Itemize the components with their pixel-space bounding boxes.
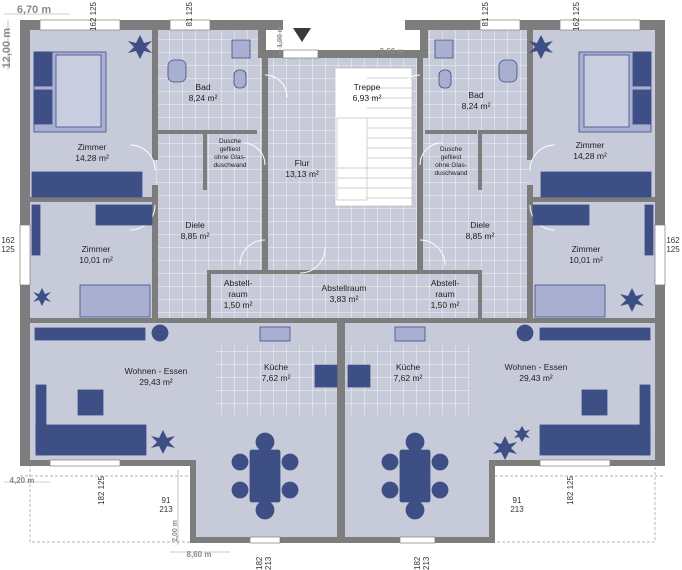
room-area: 7,62 m² xyxy=(261,373,291,383)
entry-arrow-icon xyxy=(293,28,311,42)
window-dim-left: 162 125 xyxy=(1,236,15,254)
room-area: 8,85 m² xyxy=(180,231,210,241)
window-dim-top-2: 81 125 xyxy=(185,2,194,27)
room-area: 1,50 m² xyxy=(430,300,460,310)
stair-width-label: 3,60 m xyxy=(379,47,405,56)
window-dim-top-1: 162 125 xyxy=(89,2,98,31)
window-dim-top-3: 162 125 xyxy=(572,2,581,31)
window-dim-top-4: 81 125 xyxy=(481,2,490,27)
terrace-width-label: 8,60 m xyxy=(186,550,212,559)
plants xyxy=(33,35,644,460)
room-name: Abstellraum xyxy=(321,283,367,293)
room-area: 3,83 m² xyxy=(329,294,359,304)
room-name: Bad xyxy=(468,90,484,100)
window-dim-terrace-right: 182 213 xyxy=(413,556,431,570)
room-name: Abstell- raum xyxy=(430,278,460,299)
window-dim-bottom-right: 182 125 xyxy=(566,476,575,505)
room-area: 1,50 m² xyxy=(223,300,253,310)
door-dim-right: 91 213 xyxy=(510,496,524,514)
room-area: 10,01 m² xyxy=(79,255,113,265)
room-name: Treppe xyxy=(353,82,381,92)
door-width-label: 1,00 m xyxy=(277,26,284,48)
room-area: 14,28 m² xyxy=(75,153,109,163)
room-name: Flur xyxy=(294,158,310,168)
room-name: Zimmer xyxy=(575,140,605,150)
room-name: Diele xyxy=(185,220,205,230)
room-area: 10,01 m² xyxy=(569,255,603,265)
room-name: Zimmer xyxy=(571,244,601,254)
room-area: 7,62 m² xyxy=(393,373,423,383)
windows xyxy=(19,19,666,544)
room-name: Diele xyxy=(470,220,490,230)
window-dim-bottom-left: 182 125 xyxy=(97,476,106,505)
room-name: Bad xyxy=(195,82,211,92)
window-dim-right: 162 125 xyxy=(666,236,680,254)
room-name: Zimmer xyxy=(77,142,107,152)
dimension-lines xyxy=(4,13,281,553)
terrace-depth-label: 4,20 m xyxy=(9,476,35,485)
room-area: 29,43 m² xyxy=(139,377,173,387)
room-area: 13,13 m² xyxy=(285,169,319,179)
window-dim-terrace-left: 182 213 xyxy=(255,556,273,570)
room-name: Abstell- raum xyxy=(223,278,253,299)
furniture xyxy=(31,39,654,520)
room-area: 8,85 m² xyxy=(465,231,495,241)
room-area: 8,24 m² xyxy=(461,101,491,111)
depth-overall-label: 12,00 m xyxy=(1,28,13,69)
room-area: 14,28 m² xyxy=(573,151,607,161)
room-name: Wohnen - Essen xyxy=(124,366,188,376)
room-name: Küche xyxy=(395,362,421,372)
room-name: Zimmer xyxy=(81,244,111,254)
room-area: 8,24 m² xyxy=(188,93,218,103)
width-overall-label: 6,70 m xyxy=(16,4,52,16)
terrace-side-label: 2,00 m xyxy=(172,520,179,542)
room-name: Küche xyxy=(263,362,289,372)
room-area: 29,43 m² xyxy=(519,373,553,383)
room-name: Wohnen - Essen xyxy=(504,362,568,372)
room-label-right-dusche: Dusche gefliest ohne Glas- duschwand xyxy=(434,146,468,177)
room-label-left-dusche: Dusche gefliest ohne Glas- duschwand xyxy=(213,138,247,169)
door-dim-left: 91 213 xyxy=(159,496,173,514)
room-area: 6,93 m² xyxy=(352,93,382,103)
